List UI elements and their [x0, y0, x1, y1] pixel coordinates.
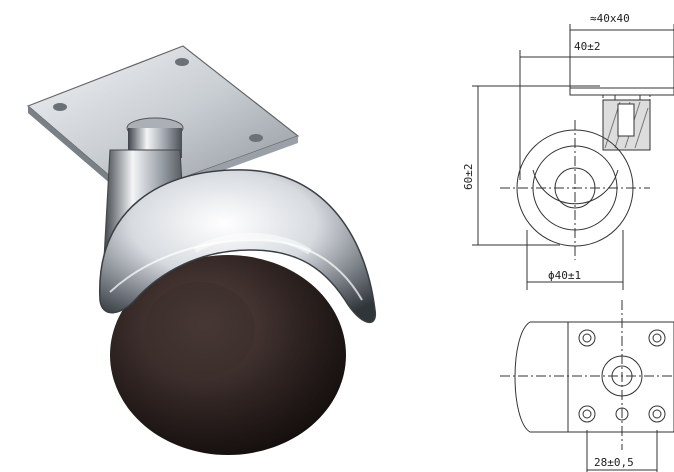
screw-hole — [53, 103, 67, 111]
caster-photo — [26, 45, 377, 455]
dim-hole-spacing: 28±0,5 — [594, 456, 634, 469]
wheel — [110, 255, 346, 455]
dim-height: 60±2 — [462, 164, 475, 191]
wheel-hood — [99, 169, 377, 324]
dim-plate-size: ≈40x40 — [590, 12, 630, 25]
screw-hole — [175, 58, 189, 66]
dim-bolt-pattern: 40±2 — [574, 40, 601, 53]
dim-wheel-diameter: ϕ40±1 — [548, 269, 581, 282]
screw-hole — [249, 134, 263, 142]
